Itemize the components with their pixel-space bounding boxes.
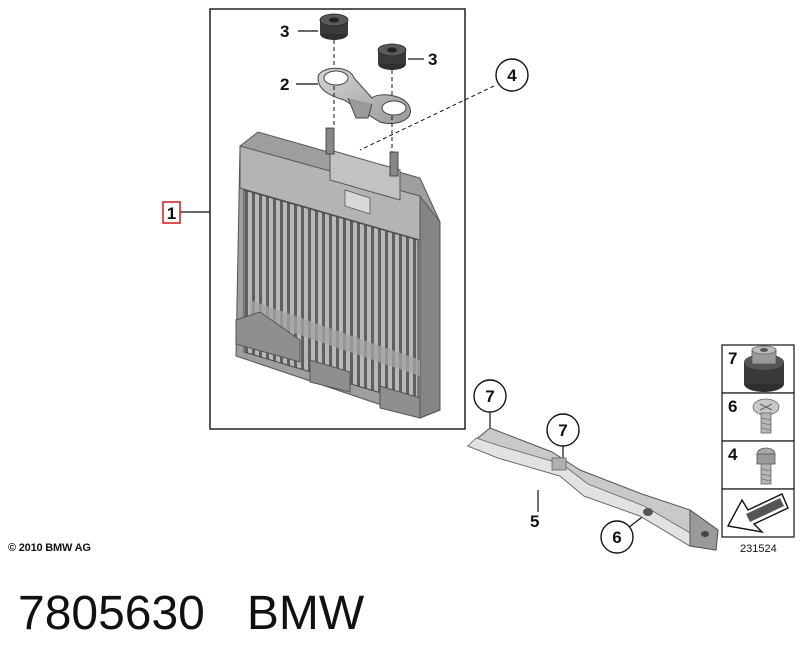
callout-7-left: 7 — [473, 379, 507, 413]
legend-label-4: 4 — [728, 445, 738, 464]
direction-arrow-icon — [726, 493, 789, 534]
clip-nut-icon — [744, 345, 784, 392]
callout-7-right: 7 — [546, 413, 580, 447]
callout-3-left: 3 — [280, 22, 289, 41]
bracket-part-2 — [317, 67, 411, 124]
bolt-icon — [756, 447, 776, 485]
strut-part-5 — [467, 427, 719, 551]
part-caption: 7805630 BMW — [18, 586, 364, 641]
callout-4: 4 — [495, 58, 529, 92]
assembly-frame — [209, 8, 466, 430]
callout-6: 6 — [600, 520, 634, 554]
grommet-part-3-left — [319, 13, 349, 40]
screw-icon — [752, 398, 780, 434]
copyright-notice: © 2010 BMW AG — [8, 542, 91, 554]
svg-text:7: 7 — [558, 421, 567, 440]
callout-3-right: 3 — [428, 50, 437, 69]
callout-1-highlight: 1 — [162, 201, 181, 224]
assembly-lines — [333, 40, 495, 152]
legend-label-7: 7 — [728, 349, 737, 368]
svg-text:7: 7 — [485, 387, 494, 406]
grommet-part-3-right — [377, 43, 407, 70]
svg-text:4: 4 — [507, 66, 517, 85]
legend-panel: 7 6 4 — [721, 344, 795, 538]
part-number: 7805630 — [18, 587, 205, 640]
svg-text:6: 6 — [612, 528, 621, 547]
callout-5: 5 — [530, 512, 539, 531]
svg-text:1: 1 — [167, 204, 176, 223]
drawing-number: 231524 — [740, 543, 777, 555]
parts-diagram: 4 7 7 6 3 2 3 5 1 7 6 4 — [162, 8, 795, 555]
legend-label-6: 6 — [728, 397, 737, 416]
callout-2: 2 — [280, 75, 289, 94]
radiator-illustration — [235, 127, 441, 419]
brand-name: BMW — [246, 587, 365, 640]
